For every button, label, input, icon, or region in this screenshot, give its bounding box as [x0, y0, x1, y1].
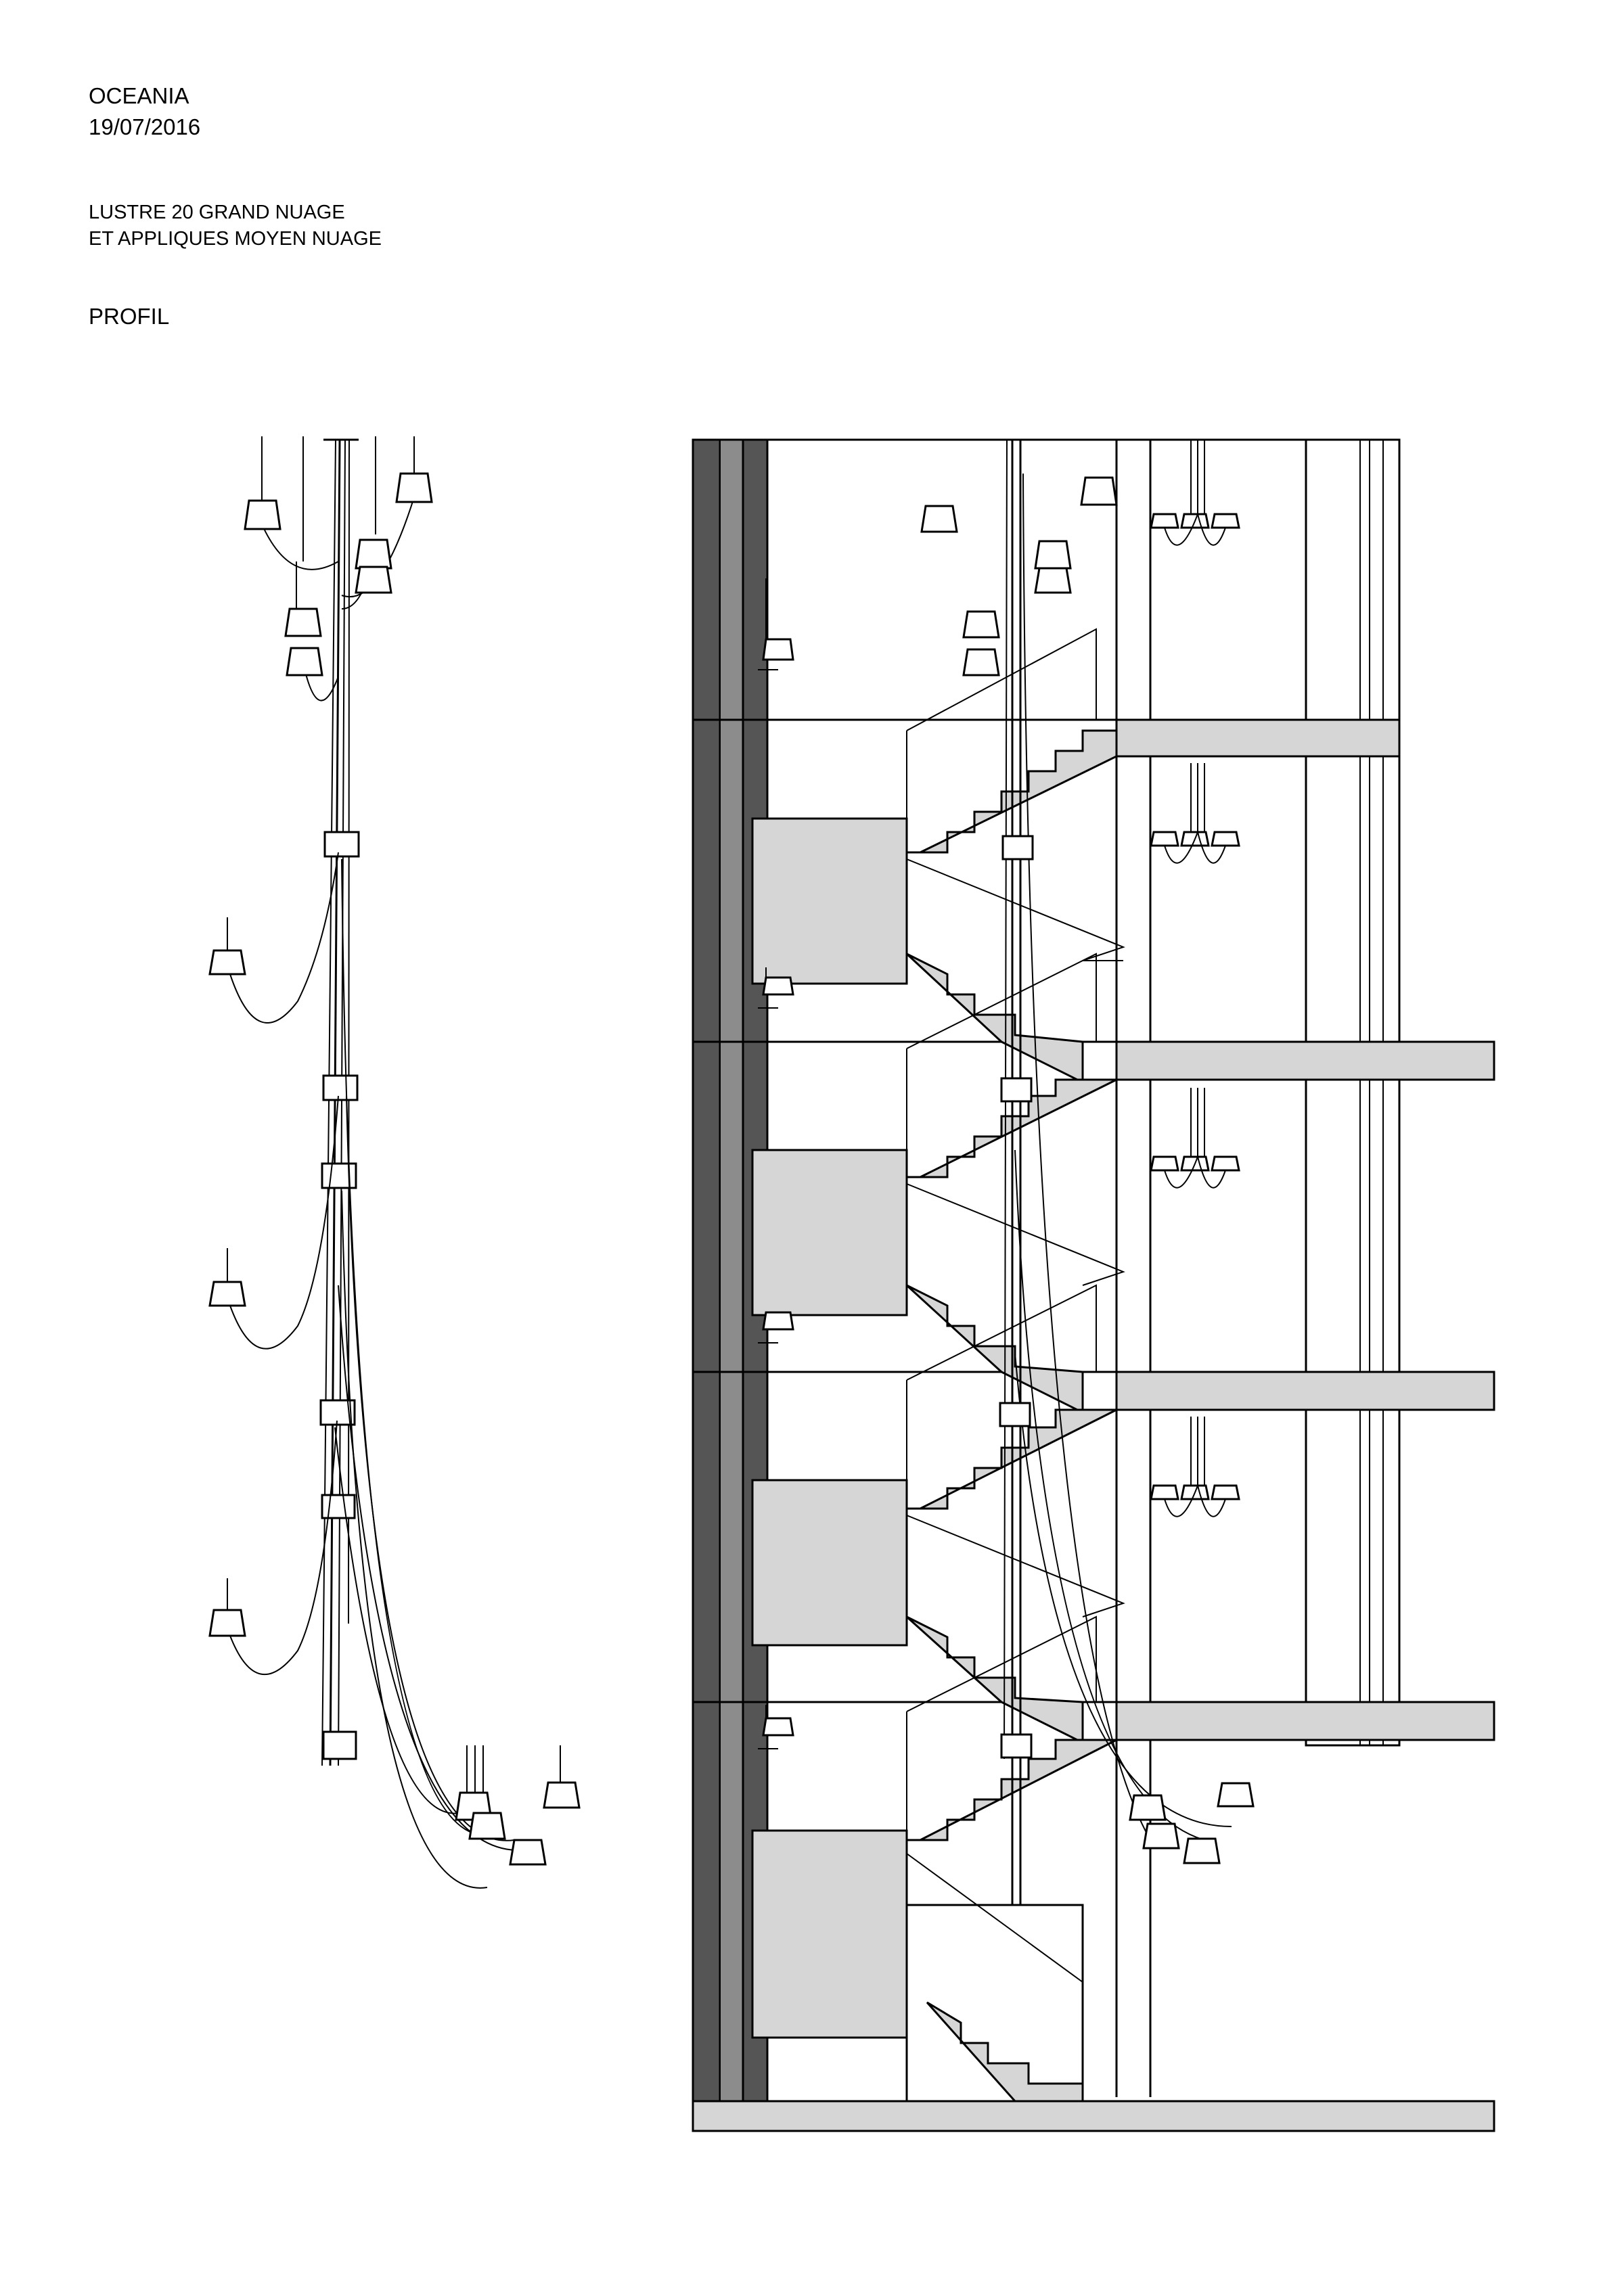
floor-slab	[1115, 718, 1401, 758]
wall-sconce	[758, 578, 794, 670]
stair-flight	[905, 1284, 1084, 1415]
wall-sconce	[758, 1705, 794, 1749]
cable-collar	[1000, 1077, 1033, 1103]
stairwell-section	[692, 438, 1495, 2132]
floor-slab	[1115, 1701, 1495, 1741]
cable-collar	[321, 1162, 357, 1189]
stair-flight	[905, 1615, 1084, 1745]
lamp-shade-icon	[920, 505, 958, 533]
stair-flight	[905, 952, 1084, 1084]
lamp-shade-icon	[1183, 1837, 1221, 1864]
ground-slab	[692, 2100, 1495, 2132]
floor-slab	[1115, 1040, 1495, 1081]
cable-collar	[1000, 1733, 1033, 1759]
ground-stair-core	[905, 1904, 1084, 2103]
cable-collar	[322, 1074, 359, 1101]
cable-collar	[323, 831, 360, 858]
lamp-shade-icon	[1034, 567, 1072, 594]
lamp-shade-icon	[395, 472, 433, 503]
applique-cluster	[1150, 440, 1240, 546]
stair-landing	[751, 1149, 908, 1316]
applique-cluster	[1150, 1417, 1240, 1517]
lamp-shade-icon	[208, 949, 246, 975]
stair-landing	[751, 1829, 908, 2039]
lamp-shade-icon	[1129, 1794, 1167, 1821]
cable-collar	[999, 1402, 1031, 1427]
applique-cluster	[1150, 1088, 1240, 1189]
lamp-shade-icon	[543, 1781, 581, 1809]
drawing-date: 19/07/2016	[89, 114, 201, 139]
lamp-shade-icon	[962, 648, 1000, 676]
lamp-shade-icon	[1142, 1822, 1180, 1850]
lamp-shade-icon	[1080, 476, 1118, 506]
lamp-shade-icon	[1217, 1782, 1255, 1808]
lamp-shade-icon	[244, 499, 281, 530]
right-shaft	[1305, 438, 1401, 1747]
wall-sconce	[758, 1311, 794, 1344]
project-title: OCEANIA	[89, 83, 189, 108]
outer-wall	[692, 438, 721, 2112]
lamp-shade-icon	[962, 610, 1000, 639]
lamp-shade-icon	[355, 566, 392, 594]
lamp-shade-icon	[509, 1839, 547, 1866]
view-label: PROFIL	[89, 304, 170, 329]
cable-collar	[1001, 835, 1034, 860]
lamp-shade-icon	[284, 607, 322, 637]
floor-slab	[1115, 1371, 1495, 1411]
applique-cluster	[1150, 763, 1240, 864]
chandelier-profile	[208, 436, 581, 1889]
cable-collar	[321, 1494, 356, 1519]
wall-sconce	[758, 967, 794, 1009]
lamp-shade-icon	[1034, 540, 1072, 570]
lamp-shade-icon	[208, 1281, 246, 1307]
wall-layer	[719, 439, 744, 2111]
stair-flight	[926, 2001, 1084, 2103]
cable-collar	[322, 1730, 357, 1760]
lamp-shade-icon	[208, 1609, 246, 1637]
subtitle-line-2: ET APPLIQUES MOYEN NUAGE	[89, 228, 382, 250]
stair-landing	[751, 817, 908, 985]
stair-landing	[751, 1479, 908, 1647]
subtitle-line-1: LUSTRE 20 GRAND NUAGE	[89, 202, 345, 223]
lamp-shade-icon	[355, 538, 392, 570]
lamp-shade-icon	[468, 1812, 506, 1840]
lamp-shade-icon	[286, 647, 323, 676]
